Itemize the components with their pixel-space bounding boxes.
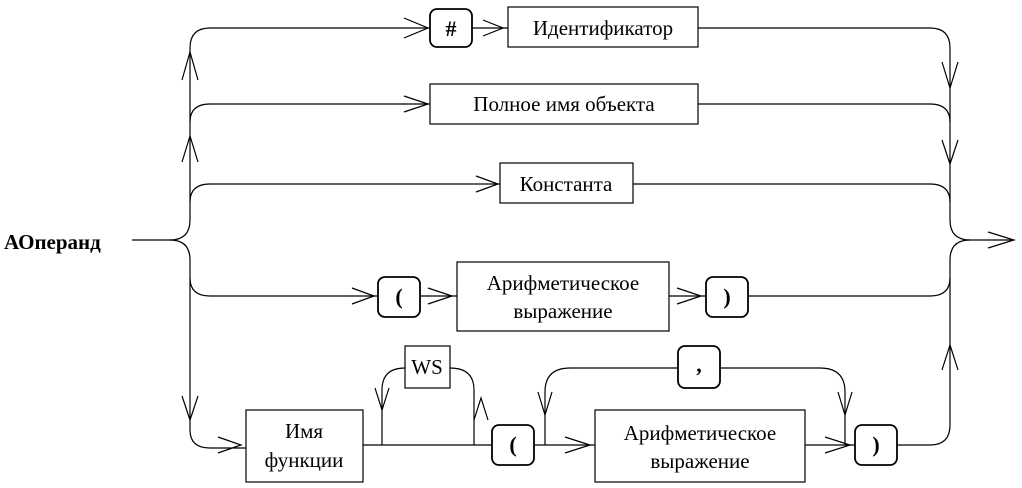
diagram-title: АОперанд (4, 230, 101, 254)
hash-terminal-label: # (446, 16, 457, 41)
function-lparen-terminal (491, 424, 535, 466)
arithmetic-expression-box (456, 261, 670, 332)
function-argument-expression-label-line2: выражение (650, 449, 749, 473)
constant-box (499, 162, 634, 204)
function-name-box (245, 409, 364, 483)
identifier-label: Идентификатор (533, 16, 673, 40)
identifier-box (507, 6, 699, 48)
function-argument-expression-box (594, 409, 806, 483)
lparen-terminal-label: ( (395, 284, 402, 309)
function-name-label-line2: функции (265, 448, 344, 472)
connector-lines (132, 27, 1012, 449)
function-name-label-line1: Имя (285, 419, 323, 443)
rparen-terminal (705, 276, 749, 318)
hash-terminal (429, 8, 473, 48)
arithmetic-expression-label-line1: Арифметическое (487, 271, 639, 295)
arrow-heads (181, 17, 1017, 454)
function-lparen-terminal-label: ( (509, 432, 516, 457)
function-argument-expression-label-line1: Арифметическое (624, 421, 776, 445)
arithmetic-expression-label-line2: выражение (513, 299, 612, 323)
function-rparen-terminal-label: ) (872, 432, 879, 457)
function-rparen-terminal (854, 424, 898, 466)
ws-label: WS (411, 355, 443, 379)
ws-box (404, 345, 451, 389)
comma-terminal (677, 345, 721, 389)
full-object-name-box (429, 83, 699, 125)
lparen-terminal (377, 276, 421, 318)
rparen-terminal-label: ) (723, 284, 730, 309)
constant-label: Константа (520, 172, 613, 196)
comma-terminal-label: , (696, 352, 702, 377)
full-object-name-label: Полное имя объекта (473, 92, 655, 116)
